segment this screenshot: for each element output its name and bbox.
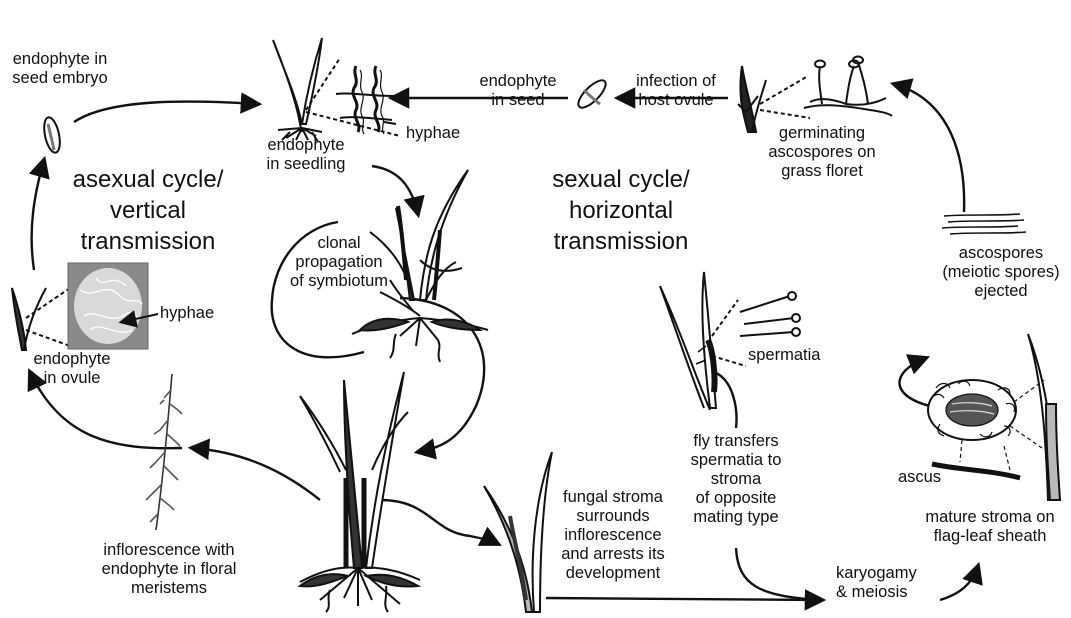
arrow-seedling-to-clone: [372, 166, 418, 214]
seed-illustration: [574, 76, 609, 111]
stroma-inflorescence-illustration: [484, 452, 552, 612]
arrow-plant-to-stroma: [380, 500, 498, 544]
arrow-ascospores-to-floret: [894, 84, 964, 212]
label-ascus: ascus: [898, 468, 941, 487]
arrow-stroma-to-ascospores: [899, 358, 930, 406]
arrow-plant-to-inflorescence: [192, 448, 320, 500]
label-hyphae-ovule: hyphae: [160, 304, 214, 323]
arrow-ovule-to-embryo: [32, 160, 44, 270]
ascospores-illustration: [942, 214, 1026, 234]
arrow-fly-to-karyogamy: [736, 548, 820, 600]
label-spermatia: spermatia: [748, 346, 820, 365]
grass-floret-illustration: [738, 57, 892, 133]
ovule-illustration: [12, 288, 70, 350]
label-inflorescence-with-endophyte: inflorescence with endophyte in floral m…: [82, 541, 256, 598]
title-asexual-cycle: asexual cycle/ vertical transmission: [56, 164, 240, 257]
label-hyphae-seedling: hyphae: [406, 124, 460, 143]
hyphae-micrograph: [68, 263, 158, 349]
label-fungal-stroma: fungal stroma surrounds inflorescence an…: [546, 488, 680, 583]
label-karyogamy-meiosis: karyogamy & meiosis: [836, 564, 917, 602]
label-endophyte-in-seed: endophyte in seed: [468, 72, 568, 110]
arrow-stroma-to-karyogamy: [546, 598, 822, 600]
arrow-karyogamy-to-stroma: [940, 566, 978, 600]
label-germinating-ascospores: germinating ascospores on grass floret: [760, 124, 884, 181]
arrow-seed-embryo-to-seedling: [74, 102, 258, 122]
seedling-illustration: [273, 38, 400, 142]
mature-stroma-illustration: [928, 380, 1044, 478]
seed-embryo-illustration: [41, 116, 62, 154]
label-endophyte-in-ovule: endophyte in ovule: [20, 350, 124, 388]
label-ascospores-ejected: ascospores (meiotic spores) ejected: [936, 244, 1066, 301]
label-fly-transfers: fly transfers spermatia to stroma of opp…: [676, 432, 796, 527]
label-infection-of-host-ovule: infection of host ovule: [624, 72, 728, 110]
label-clonal-propagation: clonal propagation of symbiotum: [284, 234, 394, 291]
label-endophyte-in-seedling: endophyte in seedling: [244, 136, 368, 174]
inflorescence-illustration: [146, 374, 182, 530]
label-endophyte-in-seed-embryo: endophyte in seed embryo: [8, 50, 112, 88]
main-plant-illustration: [300, 372, 420, 612]
flag-leaf-sheath-illustration: [1028, 334, 1060, 500]
label-mature-stroma: mature stroma on flag-leaf sheath: [912, 508, 1068, 546]
title-sexual-cycle: sexual cycle/ horizontal transmission: [536, 164, 706, 257]
